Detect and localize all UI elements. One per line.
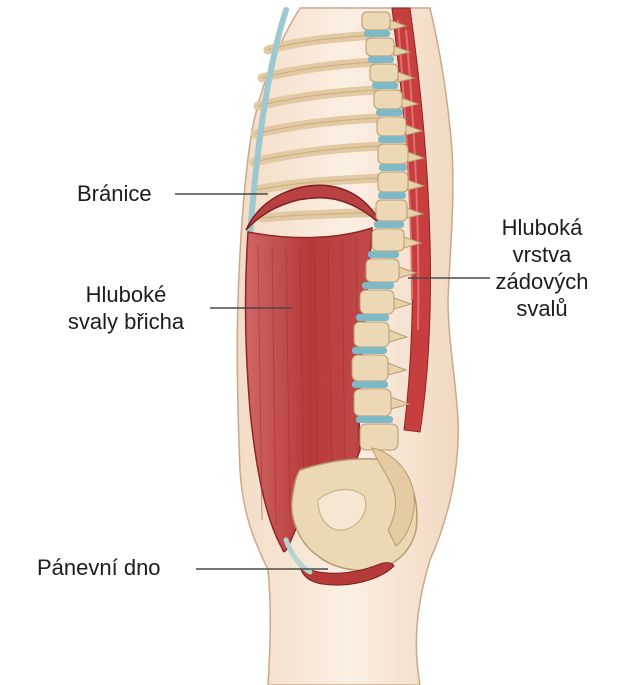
label-abdominal-line-2: svaly břicha	[42, 308, 210, 335]
label-back-line-4: svalů	[478, 295, 606, 322]
label-pelvic-floor: Pánevní dno	[37, 554, 161, 581]
label-diaphragm-text: Bránice	[77, 180, 152, 207]
label-back-line-1: Hluboká	[478, 214, 606, 241]
label-deep-back-muscles: Hluboká vrstva zádových svalů	[478, 214, 606, 322]
label-diaphragm: Bránice	[77, 180, 152, 207]
label-back-line-3: zádových	[478, 268, 606, 295]
label-deep-abdominal-muscles: Hluboké svaly břicha	[42, 281, 210, 335]
label-back-line-2: vrstva	[478, 241, 606, 268]
label-abdominal-line-1: Hluboké	[42, 281, 210, 308]
label-pelvic-text: Pánevní dno	[37, 554, 161, 581]
